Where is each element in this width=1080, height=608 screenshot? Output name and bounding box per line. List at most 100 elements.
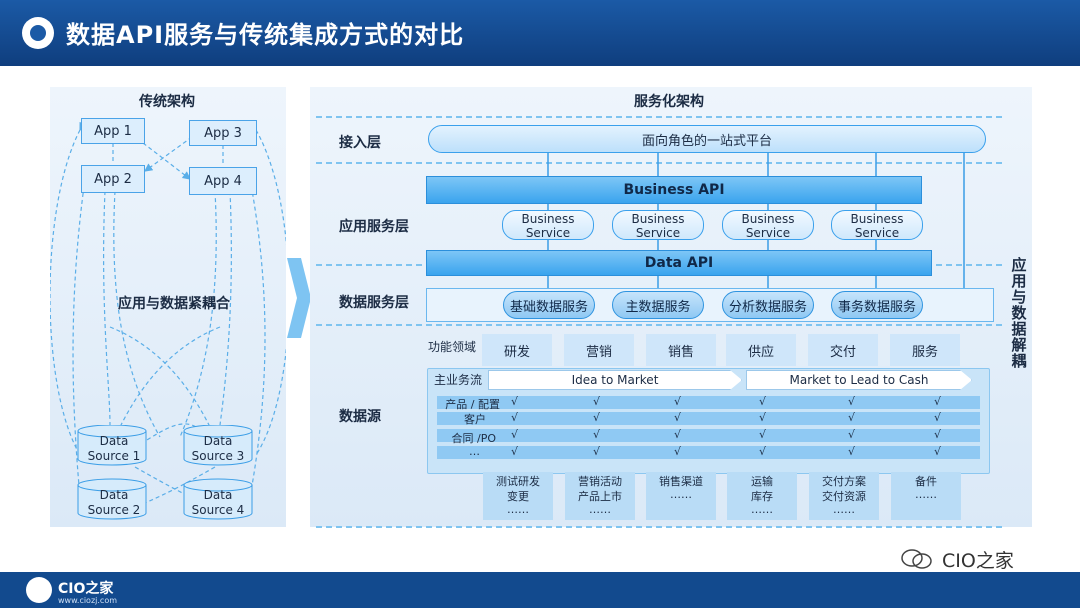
traditional-connections: [50, 121, 286, 508]
app-3: App 3: [189, 120, 257, 146]
access-layer-label: 接入层: [339, 135, 381, 151]
function-service: 服务: [890, 334, 960, 366]
check-mark: √: [674, 395, 682, 408]
function-supply: 供应: [726, 334, 796, 366]
transition-arrow-icon: [287, 258, 311, 338]
check-mark: √: [674, 411, 682, 424]
layer-connectors: [547, 152, 965, 290]
footer-logo-icon: [26, 577, 52, 603]
table-row: [437, 446, 980, 459]
check-mark: √: [511, 445, 519, 458]
rd-stack: [483, 472, 553, 520]
rd-item-1: 测试研发: [496, 475, 540, 488]
row-label-contract: 合同 /PO: [451, 432, 497, 445]
check-mark: √: [848, 428, 856, 441]
footer-bar: [0, 572, 1080, 608]
master-data-service: 主数据服务: [612, 291, 704, 319]
wechat-icon: [901, 549, 932, 569]
check-mark: √: [593, 411, 601, 424]
footer-url: www.ciozj.com: [58, 596, 118, 605]
app-2: App 2: [81, 165, 145, 193]
sales-item-1: 销售渠道: [659, 475, 703, 488]
business-api-bar: Business API: [426, 176, 922, 204]
function-sales: 销售: [646, 334, 716, 366]
check-mark: √: [759, 395, 767, 408]
transaction-data-service: 事务数据服务: [831, 291, 923, 319]
data-source-layer-label: 数据源: [339, 409, 381, 425]
check-mark: √: [674, 428, 682, 441]
service-item-1: 备件: [915, 475, 937, 488]
traditional-title: 传统架构: [139, 94, 195, 110]
supply-item-3: ……: [751, 503, 773, 516]
check-mark: √: [848, 411, 856, 424]
rd-item-2: 变更: [507, 490, 529, 503]
supply-stack: [727, 472, 797, 520]
divider-1: [316, 116, 1002, 118]
service-title: 服务化架构: [634, 94, 704, 110]
check-mark: √: [511, 428, 519, 441]
watermark-text: CIO之家: [942, 550, 1014, 572]
idea-to-market-flow: Idea to Market: [488, 370, 742, 390]
basic-data-service: 基础数据服务: [503, 291, 595, 319]
check-mark: √: [674, 445, 682, 458]
marketing-item-2: 产品上市: [578, 490, 622, 503]
check-mark: √: [593, 428, 601, 441]
coupling-label: 应用与数据紧耦合: [118, 296, 230, 312]
table-row: [437, 429, 980, 442]
decouple-label: 应用与数据解耦: [1011, 256, 1027, 370]
marketing-stack: [565, 472, 635, 520]
check-mark: √: [848, 395, 856, 408]
data-service-layer-label: 数据服务层: [339, 295, 409, 311]
divider-2: [316, 162, 1002, 164]
sales-item-2: ……: [670, 488, 692, 501]
check-mark: √: [759, 445, 767, 458]
function-domain-label: 功能领域: [427, 340, 476, 354]
row-label-customer: 客户: [464, 413, 486, 426]
divider-4: [316, 324, 1002, 326]
check-mark: √: [934, 445, 942, 458]
row-label-more: …: [469, 445, 480, 458]
data-api-bar: Data API: [426, 250, 932, 276]
slide-title: 数据API服务与传统集成方式的对比: [66, 21, 465, 49]
service-item-2: ……: [915, 488, 937, 501]
supply-item-1: 运输: [751, 475, 773, 488]
function-marketing: 营销: [564, 334, 634, 366]
app-service-layer-label: 应用服务层: [339, 219, 409, 235]
check-mark: √: [593, 445, 601, 458]
check-mark: √: [934, 428, 942, 441]
marketing-item-3: ……: [589, 503, 611, 516]
delivery-item-2: 交付资源: [822, 490, 866, 503]
function-delivery: 交付: [808, 334, 878, 366]
data-source-cylinders: [77, 425, 253, 520]
delivery-stack: [809, 472, 879, 520]
one-stop-platform: 面向角色的一站式平台: [428, 125, 986, 153]
delivery-item-3: ……: [833, 503, 855, 516]
function-rd: 研发: [482, 334, 552, 366]
footer-brand: CIO之家: [58, 581, 114, 597]
analytic-data-service: 分析数据服务: [722, 291, 814, 319]
title-bar: [0, 0, 1080, 66]
check-mark: √: [511, 395, 519, 408]
supply-item-2: 库存: [751, 490, 773, 503]
delivery-item-1: 交付方案: [822, 475, 866, 488]
market-to-cash-flow: Market to Lead to Cash: [746, 370, 972, 390]
app-4: App 4: [189, 167, 257, 195]
cio-logo-icon: [22, 17, 54, 49]
service-stack: [891, 472, 961, 520]
table-row: [437, 396, 980, 409]
sales-stack: [646, 472, 716, 520]
divider-5: [316, 526, 1002, 528]
table-row: [437, 412, 980, 425]
check-mark: √: [759, 411, 767, 424]
check-mark: √: [759, 428, 767, 441]
rd-item-3: ……: [507, 503, 529, 516]
check-mark: √: [848, 445, 856, 458]
